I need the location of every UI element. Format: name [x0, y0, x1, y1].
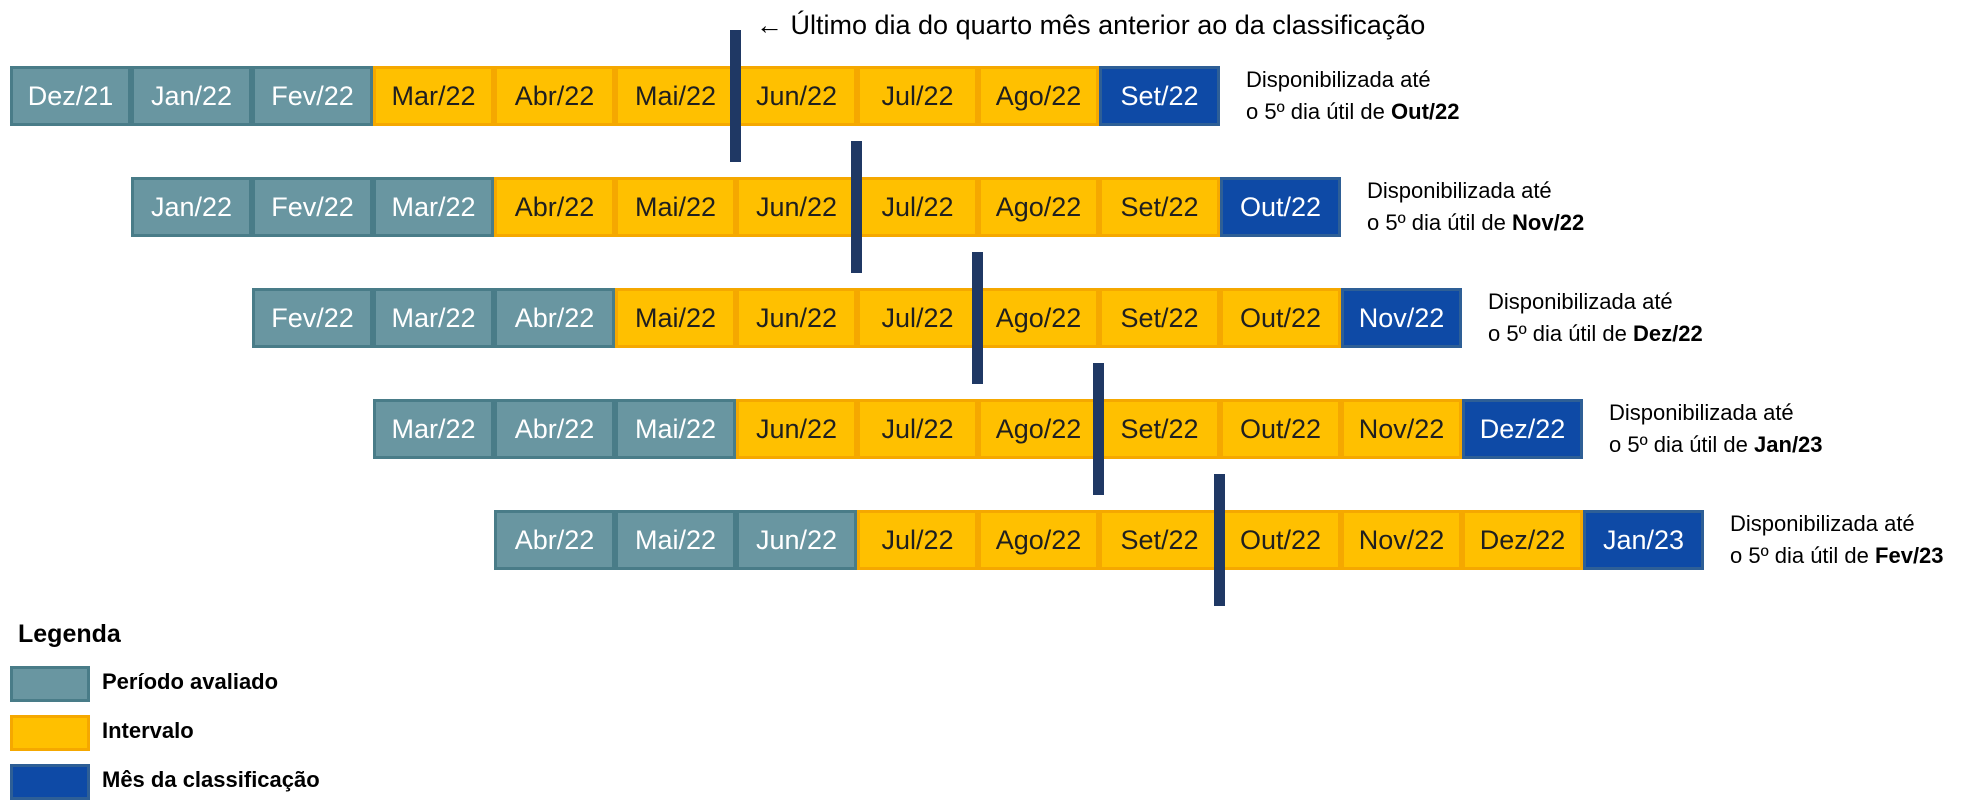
availability-note-line2: o 5º dia útil de Nov/22: [1367, 207, 1584, 239]
availability-note-prefix: o 5º dia útil de: [1730, 543, 1876, 568]
interval-month-cell: Out/22: [1220, 288, 1341, 348]
interval-month-cell: Set/22: [1099, 399, 1220, 459]
interval-month-cell: Jul/22: [857, 66, 978, 126]
evaluated-month-cell: Jan/22: [131, 177, 252, 237]
evaluated-month-cell: Fev/22: [252, 66, 373, 126]
availability-note: Disponibilizada até o 5º dia útil de Dez/…: [1488, 286, 1703, 350]
classification-month-cell: Nov/22: [1341, 288, 1462, 348]
interval-month-cell: Abr/22: [494, 177, 615, 237]
availability-note-month: Nov/22: [1512, 210, 1585, 235]
interval-month-cell: Jun/22: [736, 288, 857, 348]
interval-month-cell: Jul/22: [857, 288, 978, 348]
interval-month-cell: Jul/22: [857, 177, 978, 237]
interval-month-cell: Nov/22: [1341, 510, 1462, 570]
marker-annotation: ← Último dia do quarto mês anterior ao d…: [756, 10, 1426, 40]
evaluated-month-cell: Dez/21: [10, 66, 131, 126]
interval-month-cell: Ago/22: [978, 288, 1099, 348]
availability-note-line2: o 5º dia útil de Out/22: [1246, 96, 1460, 128]
evaluated-month-cell: Jun/22: [736, 510, 857, 570]
classification-month-cell: Out/22: [1220, 177, 1341, 237]
evaluated-month-cell: Mai/22: [615, 399, 736, 459]
availability-note-month: Jan/23: [1754, 432, 1823, 457]
availability-note-prefix: o 5º dia útil de: [1246, 99, 1392, 124]
availability-note-prefix: o 5º dia útil de: [1367, 210, 1513, 235]
interval-month-cell: Mai/22: [615, 66, 736, 126]
availability-note-month: Dez/22: [1633, 321, 1703, 346]
interval-month-cell: Jun/22: [736, 177, 857, 237]
interval-month-cell: Ago/22: [978, 177, 1099, 237]
availability-note-line1: Disponibilizada até: [1488, 289, 1673, 314]
reference-marker: [730, 30, 741, 162]
availability-note-prefix: o 5º dia útil de: [1488, 321, 1634, 346]
interval-month-cell: Set/22: [1099, 510, 1220, 570]
evaluated-month-cell: Mar/22: [373, 177, 494, 237]
evaluated-month-cell: Jan/22: [131, 66, 252, 126]
evaluated-month-cell: Fev/22: [252, 177, 373, 237]
availability-note-line2: o 5º dia útil de Jan/23: [1609, 429, 1823, 461]
interval-month-cell: Ago/22: [978, 399, 1099, 459]
classification-month-cell: Jan/23: [1583, 510, 1704, 570]
availability-note-prefix: o 5º dia útil de: [1609, 432, 1755, 457]
interval-month-cell: Out/22: [1220, 510, 1341, 570]
availability-note-line2: o 5º dia útil de Fev/23: [1730, 540, 1944, 572]
interval-month-cell: Dez/22: [1462, 510, 1583, 570]
evaluated-month-cell: Fev/22: [252, 288, 373, 348]
legend-swatch-interval: [10, 715, 90, 751]
evaluated-month-cell: Abr/22: [494, 399, 615, 459]
availability-note: Disponibilizada até o 5º dia útil de Fev/…: [1730, 508, 1944, 572]
evaluated-month-cell: Mai/22: [615, 510, 736, 570]
reference-marker: [851, 141, 862, 273]
legend-swatch-classification: [10, 764, 90, 800]
availability-note-month: Out/22: [1391, 99, 1460, 124]
interval-month-cell: Abr/22: [494, 66, 615, 126]
interval-month-cell: Jul/22: [857, 510, 978, 570]
availability-note: Disponibilizada até o 5º dia útil de Out/…: [1246, 64, 1460, 128]
availability-note-line2: o 5º dia útil de Dez/22: [1488, 318, 1703, 350]
evaluated-month-cell: Mar/22: [373, 399, 494, 459]
interval-month-cell: Mar/22: [373, 66, 494, 126]
interval-month-cell: Ago/22: [978, 66, 1099, 126]
legend-label-classification: Mês da classificação: [102, 767, 320, 792]
reference-marker: [1214, 474, 1225, 606]
availability-note-month: Fev/23: [1875, 543, 1944, 568]
availability-note-line1: Disponibilizada até: [1367, 178, 1552, 203]
interval-month-cell: Mai/22: [615, 177, 736, 237]
legend-label-interval: Intervalo: [102, 718, 194, 743]
reference-marker: [1093, 363, 1104, 495]
interval-month-cell: Nov/22: [1341, 399, 1462, 459]
interval-month-cell: Set/22: [1099, 288, 1220, 348]
availability-note-line1: Disponibilizada até: [1730, 511, 1915, 536]
evaluated-month-cell: Abr/22: [494, 288, 615, 348]
interval-month-cell: Out/22: [1220, 399, 1341, 459]
legend-swatch-evaluated: [10, 666, 90, 702]
interval-month-cell: Jul/22: [857, 399, 978, 459]
reference-marker: [972, 252, 983, 384]
evaluated-month-cell: Abr/22: [494, 510, 615, 570]
availability-note-line1: Disponibilizada até: [1246, 67, 1431, 92]
interval-month-cell: Jun/22: [736, 66, 857, 126]
classification-month-cell: Set/22: [1099, 66, 1220, 126]
legend-label-evaluated: Período avaliado: [102, 669, 279, 694]
availability-note: Disponibilizada até o 5º dia útil de Nov/…: [1367, 175, 1584, 239]
interval-month-cell: Jun/22: [736, 399, 857, 459]
availability-note-line1: Disponibilizada até: [1609, 400, 1794, 425]
availability-note: Disponibilizada até o 5º dia útil de Jan/…: [1609, 397, 1823, 461]
interval-month-cell: Ago/22: [978, 510, 1099, 570]
interval-month-cell: Set/22: [1099, 177, 1220, 237]
legend-title: Legenda: [18, 620, 121, 648]
classification-month-cell: Dez/22: [1462, 399, 1583, 459]
evaluated-month-cell: Mar/22: [373, 288, 494, 348]
interval-month-cell: Mai/22: [615, 288, 736, 348]
